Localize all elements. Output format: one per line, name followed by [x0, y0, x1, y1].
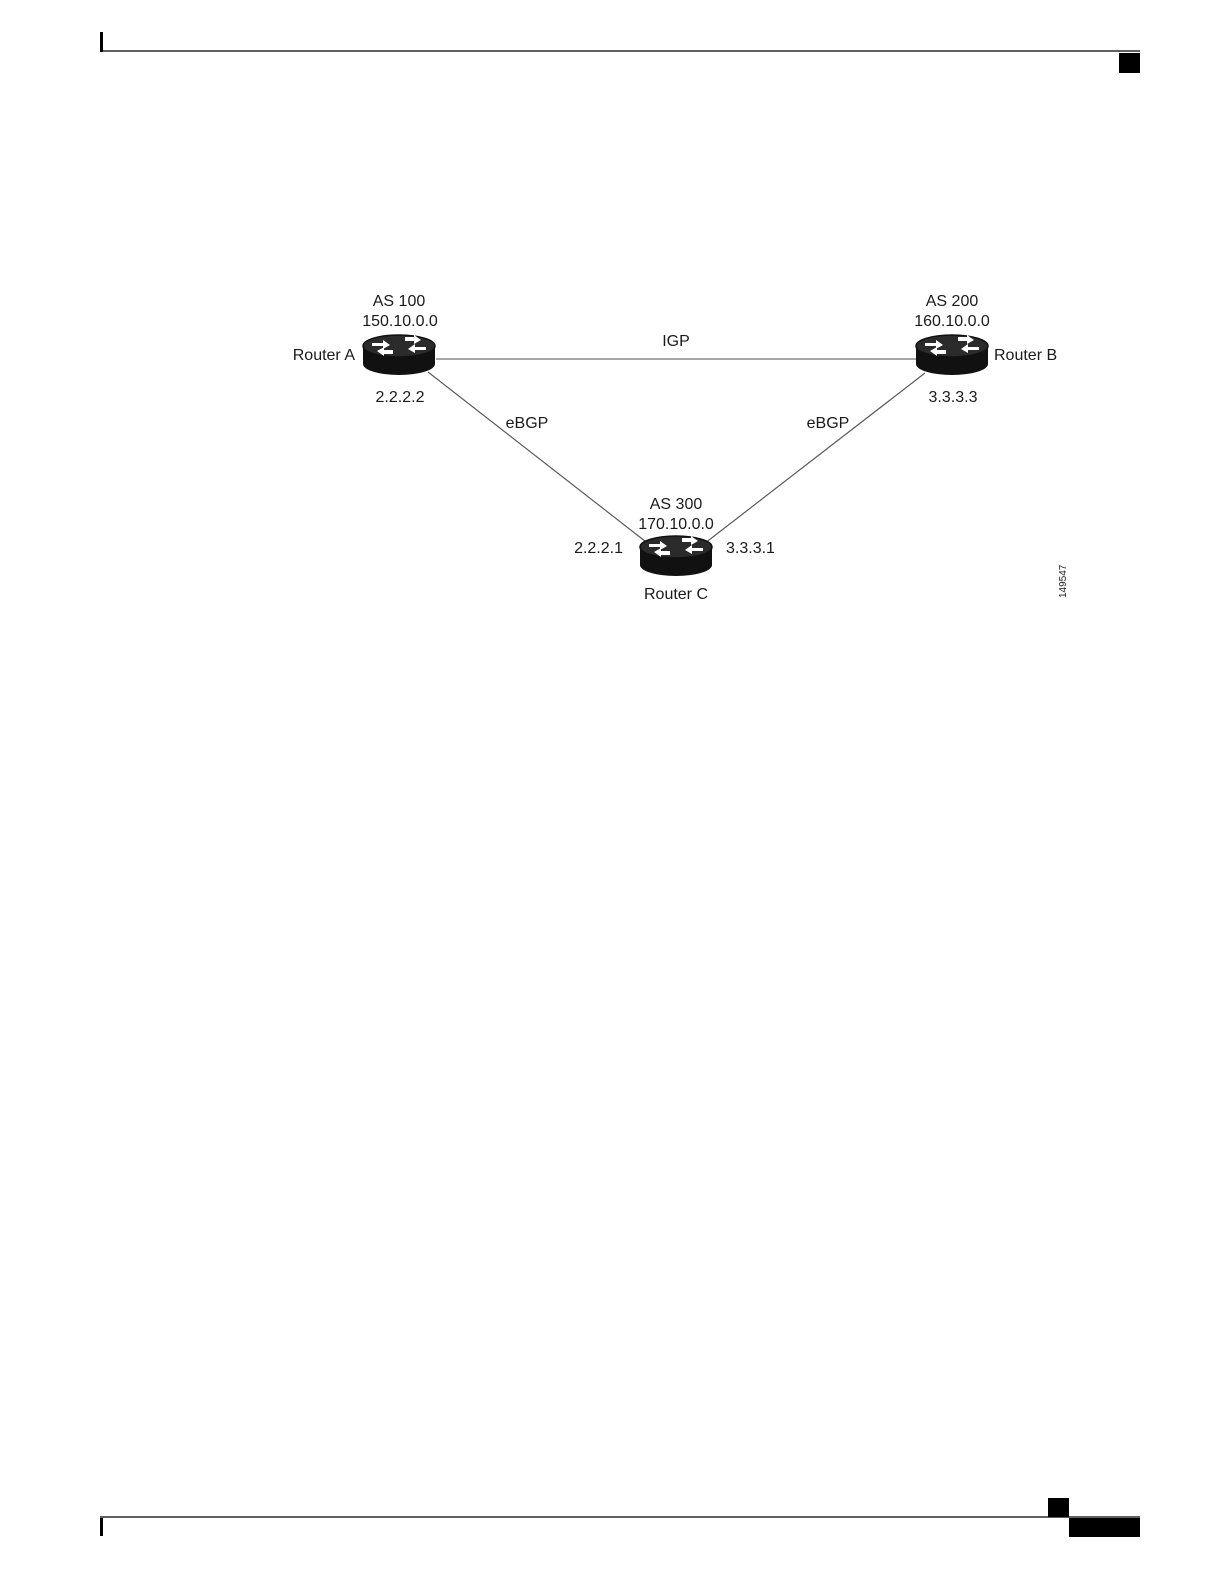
link-b-c-label: eBGP	[807, 415, 850, 432]
router-b-name-label: Router B	[994, 347, 1057, 364]
router-c-as-label: AS 300	[650, 496, 703, 513]
router-a-as-label: AS 100	[373, 293, 426, 310]
router-c-icon	[640, 536, 712, 576]
router-b-network-label: 160.10.0.0	[914, 313, 990, 330]
figure-id-label: 149547	[1058, 564, 1069, 598]
link-a-c-line	[428, 372, 650, 545]
router-a-name-label: Router A	[293, 347, 356, 364]
router-a-network-label: 150.10.0.0	[362, 313, 438, 330]
router-c-network-label: 170.10.0.0	[638, 516, 714, 533]
router-c-interface-b-label: 3.3.3.1	[726, 540, 775, 557]
link-a-b-label: IGP	[662, 333, 690, 350]
router-a-interface-label: 2.2.2.2	[376, 389, 425, 406]
router-c-name-label: Router C	[644, 586, 708, 603]
link-b-c-line	[700, 373, 925, 547]
router-b-icon	[916, 335, 988, 375]
router-c-interface-a-label: 2.2.2.1	[574, 540, 623, 557]
router-b-interface-label: 3.3.3.3	[929, 389, 978, 406]
router-a-icon	[363, 335, 435, 375]
router-b-as-label: AS 200	[926, 293, 979, 310]
link-a-c-label: eBGP	[506, 415, 549, 432]
